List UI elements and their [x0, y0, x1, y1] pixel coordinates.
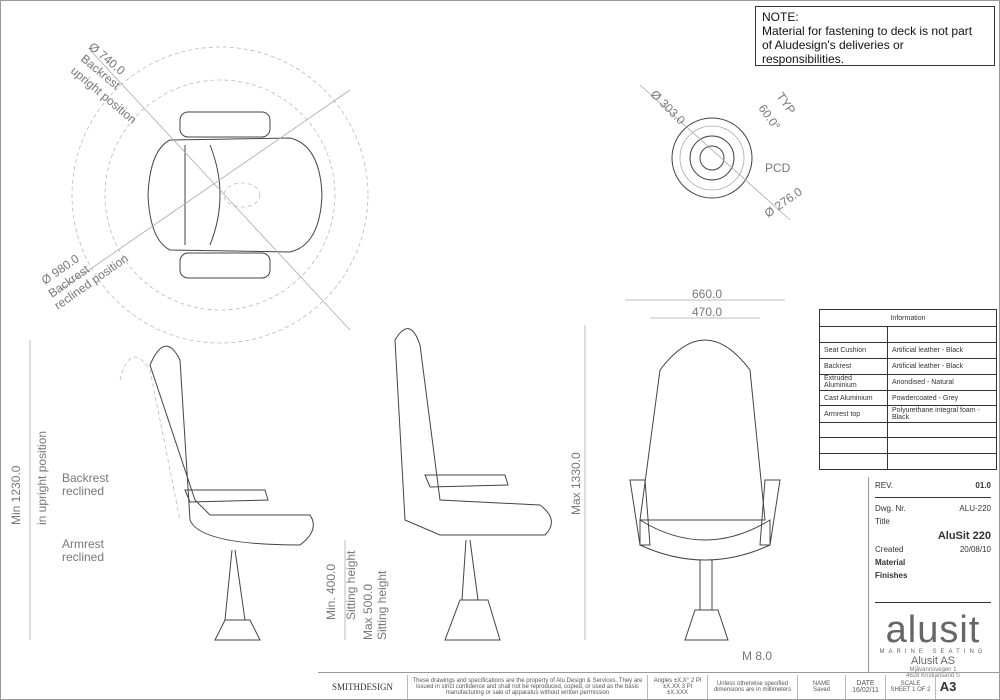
paper-size: A3	[939, 679, 957, 694]
created-label: Created	[875, 545, 904, 554]
dim-303: Ø 303.0	[648, 87, 688, 127]
dim-500: Max 500.0	[361, 584, 375, 640]
cell: Polyurethane integral foam - Black	[886, 405, 998, 423]
cell: Powdercoated - Grey	[886, 389, 998, 407]
cell: Backrest	[819, 357, 888, 375]
address-line: Mjåvannsvegen 1	[909, 667, 957, 673]
dim-m8: M 8.0	[742, 649, 772, 663]
company-name: Alusit AS	[910, 655, 956, 667]
dim-1330: Max 1330.0	[569, 452, 583, 515]
legal-notice: These drawings and specifications are th…	[408, 674, 648, 699]
side-view-reclined: Min 1230.0 in upright position Backrest …	[9, 340, 358, 641]
name-label: NAME	[812, 680, 831, 687]
rev-label: REV.	[875, 481, 893, 490]
table-row	[819, 437, 998, 455]
cell: Artificial leather - Black	[886, 357, 998, 375]
label-armrest: Armrest	[62, 537, 105, 551]
cell	[886, 437, 998, 455]
note-line: Material for fastening to deck is not pa…	[762, 24, 973, 38]
cell: Seat Cushion	[819, 342, 888, 359]
material-label: Material	[875, 558, 906, 567]
scale-label: SCALE	[900, 680, 921, 687]
table-row	[819, 326, 998, 344]
finishes-label: Finishes	[875, 571, 908, 580]
base-top-view: Ø 303.0 60.0° TYP PCD Ø 276.0	[639, 84, 805, 220]
date-value: 16/02/11	[852, 686, 879, 694]
title-value: AluSit 220	[937, 530, 991, 542]
dim-1230: Min 1230.0	[9, 465, 23, 525]
cell	[886, 421, 998, 439]
dim-1230-sub: in upright position	[35, 431, 49, 525]
dim-pcd: PCD	[765, 161, 791, 175]
dim-angle: 60.0°	[756, 102, 784, 133]
cell	[819, 453, 888, 470]
title-block: REV. 01.0 Dwg. Nr. ALU-220 Title AluSit 22…	[868, 477, 997, 679]
dim-typ: TYP	[774, 90, 799, 117]
table-row	[819, 421, 998, 439]
note-title: NOTE:	[762, 10, 799, 24]
title-label: Title	[875, 517, 890, 526]
logo-tagline: MARINE SEATING	[879, 649, 987, 655]
dwg-value: ALU-220	[959, 504, 991, 513]
dim-470: 470.0	[692, 305, 722, 319]
front-view: 660.0 470.0 M 8.0	[625, 287, 785, 663]
dim-500-sub: Sitting height	[375, 570, 389, 640]
smithdesign-brand: SMITHDESIGN	[318, 674, 408, 699]
table-row	[819, 453, 998, 470]
dim-400-sub: Sitting height	[344, 550, 358, 620]
sheet-value: SHEET 1 OF 2	[890, 686, 931, 693]
cell: Cast Aluminium	[819, 389, 888, 407]
note-line: of Aludesign's deliveries or responsibil…	[762, 38, 904, 66]
top-view: Ø 740.0 Backrest upright position Ø 980.…	[39, 40, 369, 344]
units-note: Unless otherwise specified dimensions ar…	[708, 674, 798, 699]
address-line: 4628 Kristiansand S	[906, 673, 960, 679]
alusit-logo: alusit	[885, 609, 981, 651]
note-box: NOTE: Material for fastening to deck is …	[755, 6, 995, 66]
rev-value: 01.0	[975, 481, 991, 490]
cell	[819, 421, 888, 439]
label-backrest: Backrest	[62, 471, 109, 485]
label-armrest-sub: reclined	[62, 550, 104, 564]
cell: Artificial leather - Black	[886, 342, 998, 359]
cell	[819, 437, 888, 455]
dim-660: 660.0	[692, 287, 722, 301]
cell	[819, 326, 888, 344]
tolerances: Angles ±X.X° 2 Pl ±X.XX 3 Pl ±X.XXX	[648, 674, 708, 699]
cell	[886, 453, 998, 470]
side-view-upright: Max 500.0 Sitting height Max 1330.0	[361, 325, 586, 641]
dim-276: Ø 276.0	[762, 184, 805, 220]
bottom-strip: SMITHDESIGN These drawings and specifica…	[318, 672, 1000, 700]
cell	[886, 326, 998, 344]
cell: Extruded Aluminium	[819, 373, 888, 391]
created-value: 20/08/10	[959, 545, 991, 554]
cell: Armrest top	[819, 405, 888, 423]
dim-400: Min. 400.0	[324, 564, 338, 620]
label-backrest-sub: reclined	[62, 484, 104, 498]
info-header: Information	[819, 308, 997, 328]
date-label: DATE	[856, 679, 875, 687]
dwg-label: Dwg. Nr.	[875, 504, 906, 513]
name-value: Saved	[812, 686, 830, 693]
cell: Anondised - Natural	[886, 373, 998, 391]
